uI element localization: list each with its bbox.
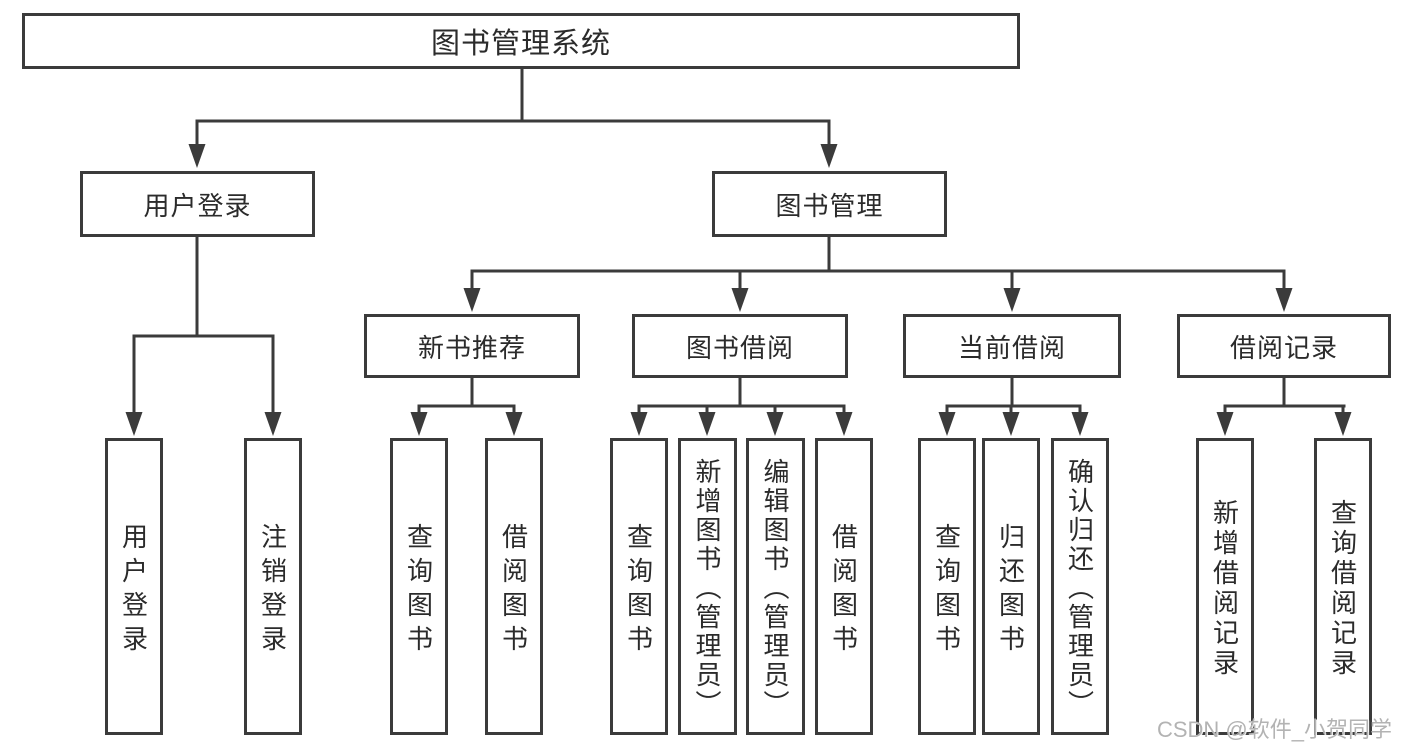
node-label: 借阅记录 bbox=[1229, 332, 1338, 363]
node-borrowing-add-books-admin: 新增图书（管理员） bbox=[678, 438, 737, 735]
node-borrowing-edit-books-admin: 编辑图书（管理员） bbox=[746, 438, 805, 735]
node-borrowing-borrow-books: 借阅图书 bbox=[815, 438, 873, 735]
node-label: 图书借阅 bbox=[685, 332, 794, 363]
node-label: 用户登录 bbox=[118, 522, 149, 659]
node-records-add-record: 新增借阅记录 bbox=[1196, 438, 1254, 735]
node-label: 新书推荐 bbox=[417, 332, 526, 363]
node-label: 借阅图书 bbox=[828, 522, 859, 659]
node-label: 查询借阅记录 bbox=[1327, 498, 1358, 679]
node-borrowing-query-books: 查询图书 bbox=[610, 438, 668, 735]
node-label: 确认归还（管理员） bbox=[1064, 457, 1095, 719]
node-label: 图书管理系统 bbox=[430, 28, 611, 60]
node-book-management: 图书管理 bbox=[712, 171, 947, 237]
node-current-borrowing: 当前借阅 bbox=[903, 314, 1121, 378]
node-records-query-record: 查询借阅记录 bbox=[1314, 438, 1372, 735]
node-new-book-recommendation: 新书推荐 bbox=[364, 314, 580, 378]
node-label: 编辑图书（管理员） bbox=[760, 457, 790, 719]
node-label: 图书管理 bbox=[775, 190, 884, 221]
node-book-borrowing: 图书借阅 bbox=[632, 314, 848, 378]
node-user-login: 用户登录 bbox=[80, 171, 315, 237]
node-current-query-books: 查询图书 bbox=[918, 438, 976, 735]
node-label: 当前借阅 bbox=[957, 332, 1066, 363]
watermark: CSDN @软件_小贺同学 bbox=[1156, 717, 1392, 742]
node-label: 用户登录 bbox=[143, 190, 252, 221]
node-label: 查询图书 bbox=[931, 522, 962, 659]
node-borrowing-records: 借阅记录 bbox=[1177, 314, 1391, 378]
node-library-management-system: 图书管理系统 bbox=[22, 13, 1020, 69]
node-label: 借阅图书 bbox=[498, 522, 529, 659]
node-current-return-books: 归还图书 bbox=[982, 438, 1040, 735]
node-recommend-borrow-books: 借阅图书 bbox=[485, 438, 543, 735]
node-label: 查询图书 bbox=[623, 522, 654, 659]
node-logout: 注销登录 bbox=[244, 438, 302, 735]
node-label: 归还图书 bbox=[995, 522, 1026, 659]
node-label: 新增图书（管理员） bbox=[692, 457, 722, 719]
node-label: 查询图书 bbox=[403, 522, 434, 659]
node-recommend-query-books: 查询图书 bbox=[390, 438, 448, 735]
node-current-confirm-return-admin: 确认归还（管理员） bbox=[1051, 438, 1109, 735]
node-label: 注销登录 bbox=[257, 522, 288, 659]
node-label: 新增借阅记录 bbox=[1209, 498, 1240, 679]
node-login: 用户登录 bbox=[105, 438, 163, 735]
